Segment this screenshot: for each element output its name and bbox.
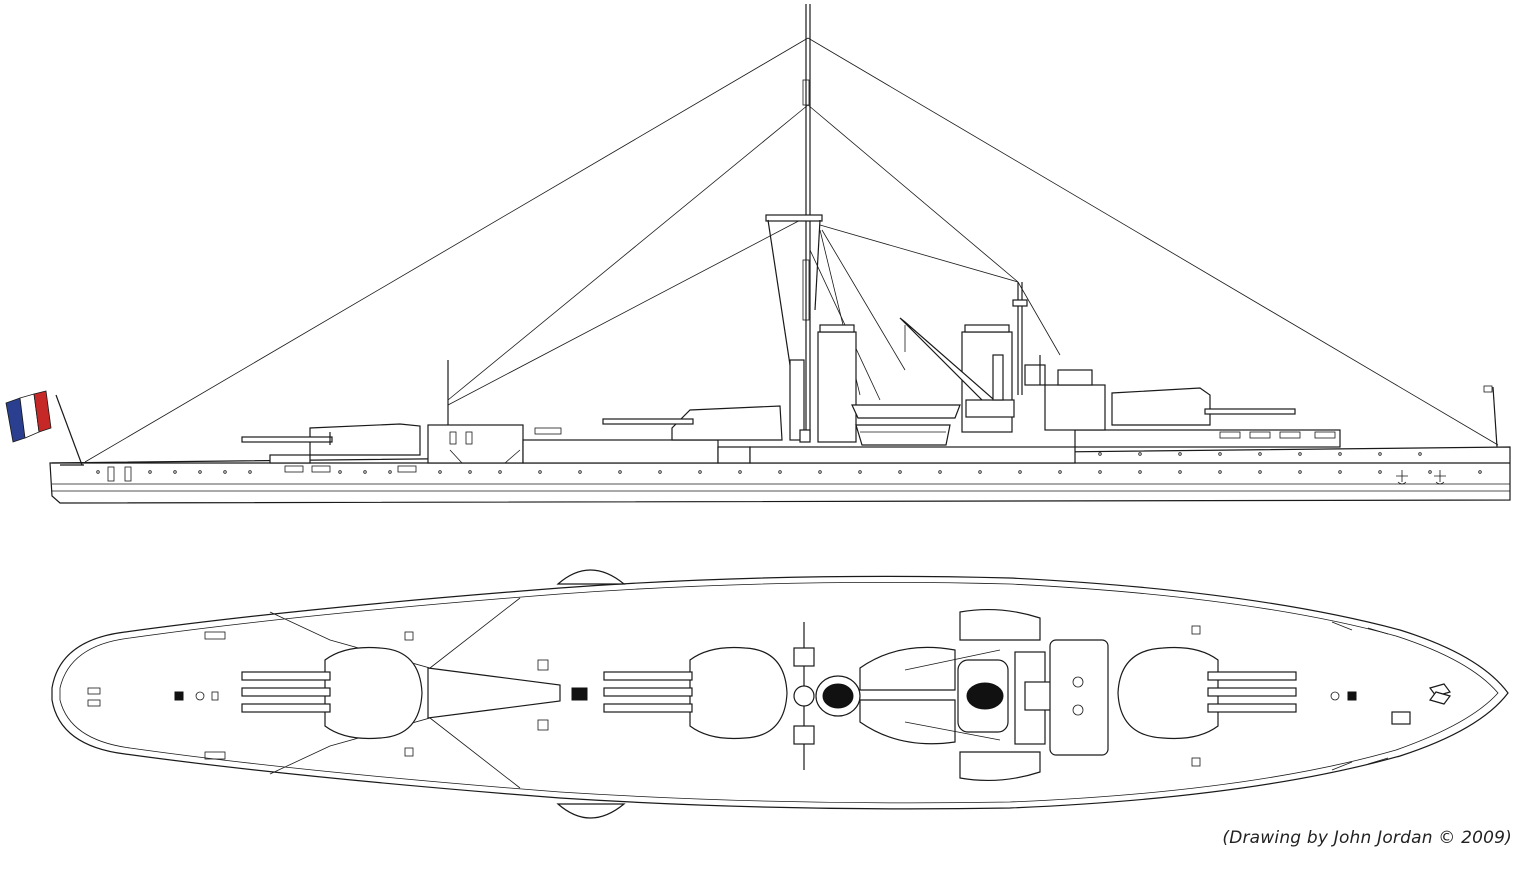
plan-forward-funnel — [815, 675, 861, 717]
plan-deckhouse — [427, 659, 588, 731]
plan-aft-bridge — [1014, 639, 1109, 756]
stern-flagstaff — [1483, 385, 1498, 448]
forecastle-deckhouse — [427, 424, 1341, 464]
plan-boat-boom-top — [556, 569, 626, 585]
foremast — [765, 4, 823, 443]
midships-turret-profile — [602, 405, 783, 441]
plan-view — [51, 569, 1509, 819]
french-flag — [5, 390, 52, 443]
plan-forward-turret — [241, 646, 423, 740]
plan-after-funnel — [957, 659, 1009, 733]
plan-after-turret — [1117, 646, 1297, 740]
stern-anchors — [1396, 470, 1446, 485]
plan-boat-boom-bottom — [556, 803, 626, 819]
boats-and-crane — [851, 317, 1015, 446]
forward-turret-profile — [241, 423, 421, 473]
profile-view — [5, 4, 1511, 504]
mainmast — [1012, 282, 1106, 431]
plan-boats — [859, 608, 1041, 782]
jack-staff — [55, 360, 449, 482]
plan-midships-turret — [603, 646, 788, 740]
after-turret-profile — [1111, 387, 1336, 439]
plan-fittings — [87, 621, 1452, 771]
plan-foremast — [793, 622, 815, 770]
hull-profile — [49, 446, 1511, 504]
rigging-lines — [84, 37, 1499, 463]
drawing-credit: (Drawing by John Jordan © 2009) — [1222, 828, 1512, 848]
